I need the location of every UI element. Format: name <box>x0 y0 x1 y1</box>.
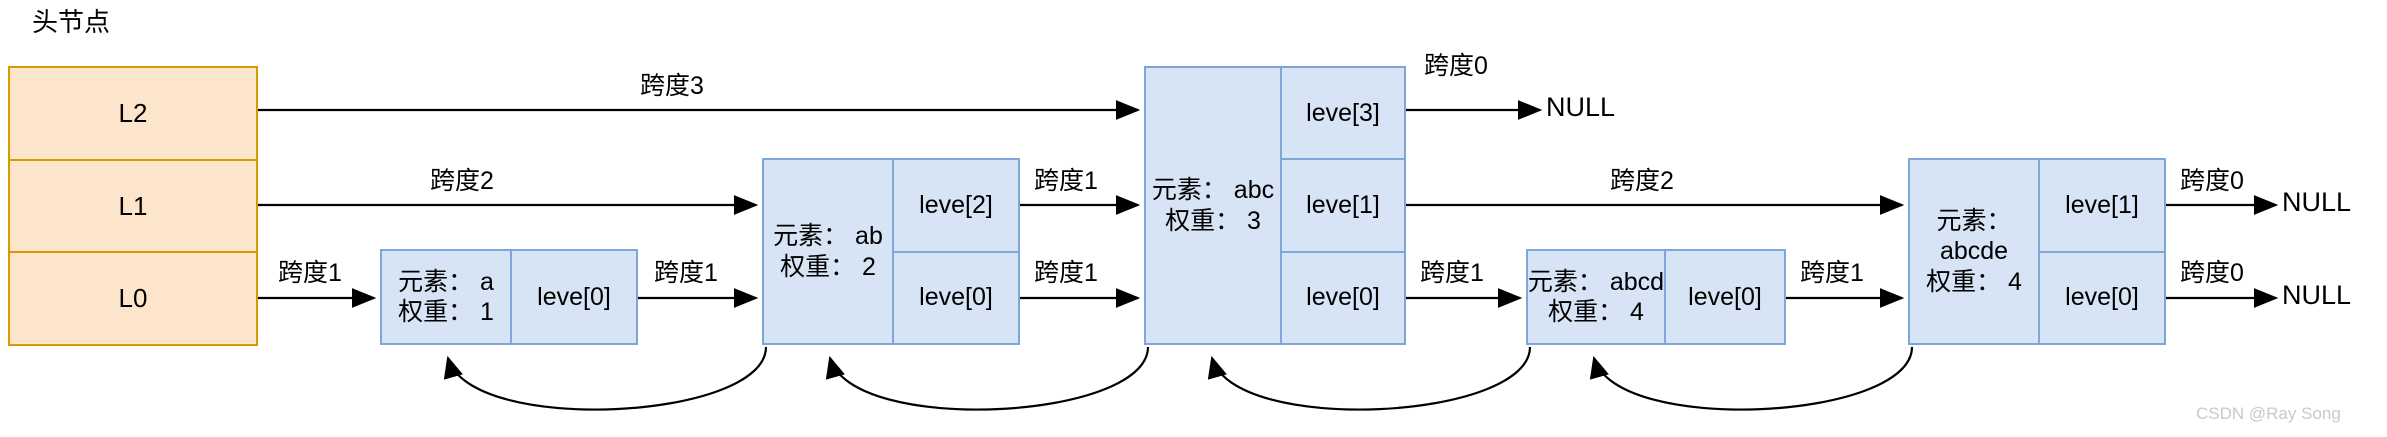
node-abcd-levels: leve[0] <box>1666 251 1784 343</box>
node-abc-level-3[interactable]: leve[3] <box>1282 68 1404 161</box>
arrow-back-ab-to-a <box>443 346 768 411</box>
span-label-l0-ab-to-abc: 跨度1 <box>1034 259 1098 287</box>
null-terminator-l0: NULL <box>2282 280 2352 310</box>
arrow-back-abc-to-ab <box>825 346 1150 411</box>
node-ab-info: 元素： ab 权重： 2 <box>764 160 894 343</box>
node-abcde-info: 元素： abcde 权重： 4 <box>1910 160 2040 343</box>
head-level-l1[interactable]: L1 <box>10 161 256 254</box>
span-label-l0-abc-to-abcd: 跨度1 <box>1420 259 1484 287</box>
span-label-l1-abc-to-abcde: 跨度2 <box>1610 167 1674 195</box>
node-a-info: 元素： a 权重： 1 <box>382 251 512 343</box>
span-label-l0-head-to-a: 跨度1 <box>278 259 342 287</box>
node-abc-level-0[interactable]: leve[0] <box>1306 283 1380 312</box>
node-abc-info: 元素： abc 权重： 3 <box>1146 68 1282 343</box>
node-ab-element: 元素： ab <box>773 222 883 250</box>
node-abc-element: 元素： abc <box>1151 176 1275 204</box>
node-abc-levels: leve[3] leve[1] leve[0] <box>1282 68 1404 343</box>
node-ab-levels: leve[2] leve[0] <box>894 160 1018 343</box>
span-label-l0-abcd-to-abcde: 跨度1 <box>1800 259 1864 287</box>
node-ab[interactable]: 元素： ab 权重： 2 leve[2] leve[0] <box>762 158 1020 345</box>
node-abcde-levels: leve[1] leve[0] <box>2040 160 2164 343</box>
node-abcd-weight: 权重： 4 <box>1548 298 1644 326</box>
node-abcde-weight: 权重： 4 <box>1926 267 2022 296</box>
arrow-back-abcd-to-abc <box>1207 346 1532 411</box>
node-abcd-element: 元素： abcd <box>1527 267 1665 296</box>
head-node-caption: 头节点 <box>32 7 111 37</box>
span-label-l1-head-to-ab: 跨度2 <box>430 167 494 195</box>
node-abc-level-1[interactable]: leve[1] <box>1282 160 1404 253</box>
node-a[interactable]: 元素： a 权重： 1 leve[0] <box>380 249 638 345</box>
node-abcd[interactable]: 元素： abcd 权重： 4 leve[0] <box>1526 249 1786 345</box>
node-ab-weight: 权重： 2 <box>780 252 876 281</box>
node-abcde-element-key: 元素： <box>1936 206 2012 235</box>
node-abcde-level-0[interactable]: leve[0] <box>2065 283 2139 312</box>
head-level-l2[interactable]: L2 <box>10 68 256 161</box>
arrow-back-abcde-to-abcd <box>1589 346 1914 411</box>
node-a-level-0[interactable]: leve[0] <box>537 282 611 311</box>
span-label-l2-abc-to-null: 跨度0 <box>1424 52 1488 80</box>
node-abcde[interactable]: 元素： abcde 权重： 4 leve[1] leve[0] <box>1908 158 2166 345</box>
node-abcde-element-value: abcde <box>1939 237 2009 266</box>
null-terminator-l2: NULL <box>1546 92 1616 122</box>
head-level-l0[interactable]: L0 <box>118 283 148 314</box>
span-label-l0-a-to-ab: 跨度1 <box>654 259 718 287</box>
node-abcd-level-0[interactable]: leve[0] <box>1688 282 1762 311</box>
node-abc-weight: 权重： 3 <box>1165 206 1261 235</box>
node-abc[interactable]: 元素： abc 权重： 3 leve[3] leve[1] leve[0] <box>1144 66 1406 345</box>
node-a-levels: leve[0] <box>512 251 636 343</box>
span-label-l1-abcde-to-null: 跨度0 <box>2180 167 2244 195</box>
node-ab-level-2[interactable]: leve[2] <box>894 160 1018 253</box>
null-terminator-l1: NULL <box>2282 187 2352 217</box>
span-label-l0-abcde-to-null: 跨度0 <box>2180 259 2244 287</box>
watermark: CSDN @Ray Song <box>2196 404 2341 423</box>
node-abcde-level-1[interactable]: leve[1] <box>2040 160 2164 253</box>
node-abcd-info: 元素： abcd 权重： 4 <box>1528 251 1666 343</box>
span-label-l1-ab-to-abc: 跨度1 <box>1034 167 1098 195</box>
node-a-weight: 权重： 1 <box>398 298 494 326</box>
node-ab-level-0[interactable]: leve[0] <box>919 283 993 312</box>
node-a-element: 元素： a <box>398 267 494 296</box>
head-node[interactable]: L2 L1 L0 <box>8 66 258 346</box>
span-label-l2-head-to-abc: 跨度3 <box>640 72 704 100</box>
